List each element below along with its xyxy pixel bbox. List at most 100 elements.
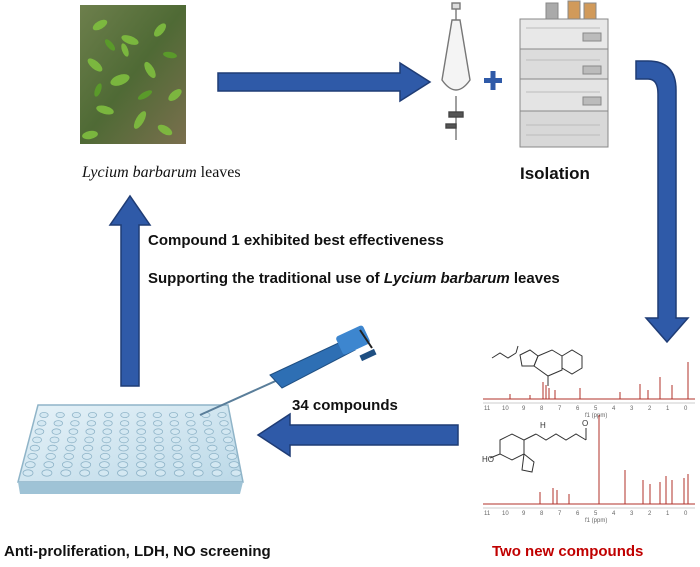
plate-well [136,420,146,427]
plate-well [117,469,128,477]
plant-label-suffix: leaves [196,164,241,181]
svg-text:4: 4 [612,511,616,517]
plate-well [192,469,204,477]
conclusion-line-2-species: Lycium barbarum [383,270,510,287]
plate-well [188,436,199,444]
plate-well [63,452,75,460]
svg-text:7: 7 [558,406,562,412]
plate-well [104,411,114,418]
plate-well [29,444,41,452]
plate-well [186,420,196,427]
plate-well [136,411,146,418]
plant-label: Lycium barbarum leaves [82,164,241,182]
microplate-icon [17,404,244,494]
plate-well [43,461,55,469]
svg-text:2: 2 [648,511,652,517]
svg-text:8: 8 [540,511,544,517]
plate-well [120,411,130,418]
plate-well [191,461,203,469]
new-compounds-label: Two new compounds [492,543,644,560]
conclusion-line-1: Compound 1 exhibited best effectiveness [148,232,444,249]
svg-text:8: 8 [540,406,544,412]
plate-well [204,428,214,435]
screening-label: Anti-proliferation, LDH, NO screening [4,543,271,560]
conclusion-line-2: Supporting the traditional use of Lycium… [148,270,560,287]
separatory-funnel-icon [441,2,471,140]
plate-well [152,420,163,427]
plate-well [224,444,236,452]
pipette-icon [199,325,377,416]
svg-text:1: 1 [666,406,670,412]
svg-text:O: O [582,419,588,428]
plate-well [55,411,65,418]
svg-text:9: 9 [522,511,526,517]
svg-text:11: 11 [484,406,491,412]
plate-well [99,452,111,460]
arrow-elbow-down [635,60,690,344]
plate-well [118,444,129,452]
svg-text:f1 (ppm): f1 (ppm) [585,518,607,524]
plate-well [154,452,165,460]
plate-well [41,469,53,477]
plate-well [37,420,47,427]
svg-text:5: 5 [594,406,598,412]
plate-well [32,436,42,444]
plate-well [136,428,147,435]
plate-well [81,452,93,460]
plate-well [83,444,94,452]
plant-label-species: Lycium barbarum [82,164,197,181]
compound-count-label: 34 compounds [292,397,398,414]
plate-well [119,436,129,444]
plate-well [136,436,147,444]
plate-well [173,461,184,469]
plate-well [98,469,109,477]
plate-well [84,436,95,444]
plate-well [210,461,221,469]
svg-text:1: 1 [666,511,670,517]
structure-2 [489,428,587,473]
svg-text:10: 10 [502,406,509,412]
svg-text:11: 11 [484,511,491,517]
svg-text:2: 2 [648,406,652,412]
plate-well [153,436,164,444]
plus-icon [484,71,502,90]
arrow-left-bottom [256,412,459,458]
plate-well [79,469,91,477]
structure-2-labels: HO H O [482,419,588,464]
structure-1 [491,345,583,386]
spectrum-2 [483,415,695,505]
hplc-instrument-icon [519,0,609,148]
plate-well [80,461,92,469]
plate-well [168,411,179,418]
plate-well [62,461,73,469]
plate-well [207,444,218,452]
plate-well [171,444,182,452]
plate-well [169,420,180,427]
plate-well [211,469,223,477]
plant-photo [80,5,186,144]
plate-well [190,452,201,460]
plate-well [65,444,76,452]
plate-well [86,420,97,427]
plate-well [68,428,79,435]
plate-well [154,461,166,469]
plate-well [85,428,96,435]
plate-well [219,420,229,427]
plate-well [172,452,183,460]
plate-well [53,420,64,427]
plate-well [87,411,98,418]
plate-well [153,428,164,435]
plate-well [103,420,113,427]
arrow-right-top [217,61,432,103]
isolation-label: Isolation [520,164,590,183]
plate-well [226,452,238,460]
svg-text:5: 5 [594,511,598,517]
plate-well [217,411,227,418]
plate-well [51,428,62,435]
plate-well [221,428,231,435]
plate-well [205,436,216,444]
svg-text:3: 3 [630,406,634,412]
conclusion-line-2-prefix: Supporting the traditional use of [148,270,384,287]
